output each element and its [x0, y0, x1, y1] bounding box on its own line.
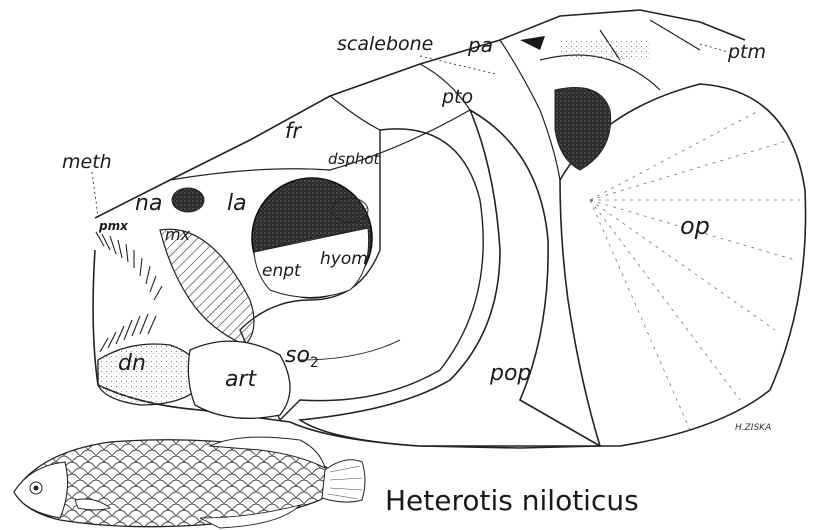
label-pto: pto — [441, 86, 473, 108]
posttemporal-shading — [560, 40, 650, 60]
parietal-dark-notch — [520, 36, 545, 50]
whole-fish-illustration — [14, 437, 365, 528]
maxilla-hatched — [160, 229, 254, 345]
label-meth: meth — [62, 151, 112, 173]
label-na: na — [135, 191, 162, 216]
label-dn: dn — [118, 351, 146, 376]
orbit-foramen — [332, 198, 368, 222]
label-hyom: hyom — [320, 249, 368, 269]
label-fr: fr — [285, 119, 302, 143]
label-scalebone: scalebone — [337, 33, 433, 55]
nasal-opening — [172, 188, 204, 212]
label-pa: pa — [467, 33, 493, 57]
label-la: la — [227, 191, 247, 216]
label-enpt: enpt — [262, 261, 302, 281]
label-ptm: ptm — [727, 41, 766, 63]
ptm-leader — [700, 44, 728, 52]
label-mx: mx — [165, 225, 191, 244]
label-dsphot: dsphot — [328, 150, 381, 168]
label-art: art — [225, 367, 258, 392]
label-pmx: pmx — [98, 219, 129, 233]
figure-caption: Heterotis niloticus — [385, 484, 639, 517]
meth-leader — [92, 172, 98, 216]
artist-signature: H.ZISKA — [735, 423, 771, 433]
label-op: op — [680, 212, 710, 240]
label-pop: pop — [489, 361, 531, 386]
upper-teeth — [96, 232, 162, 300]
